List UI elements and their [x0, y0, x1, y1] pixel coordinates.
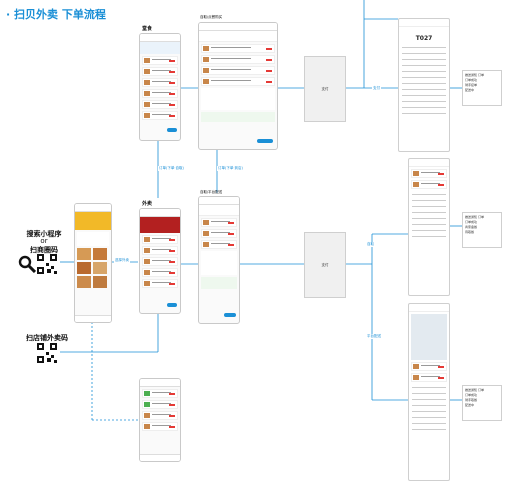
- tab-bar[interactable]: [140, 454, 180, 461]
- cart-payment: [201, 112, 275, 122]
- phone-header: [140, 379, 180, 387]
- status-card-1: 推送通知 订单订单成功骑手接单配送中: [462, 70, 502, 106]
- submit-order-button[interactable]: [224, 313, 236, 317]
- search-icon: [18, 255, 36, 273]
- submit-order-button[interactable]: [257, 139, 273, 143]
- phone-cart-dine-in: [198, 22, 278, 150]
- checkout-button[interactable]: [167, 303, 177, 307]
- pay-box-1: 支付: [304, 56, 346, 122]
- cart-tabs[interactable]: [199, 31, 277, 42]
- cart-summary: [201, 251, 237, 275]
- phone-external-menu: [139, 378, 181, 462]
- home-grid: [77, 248, 109, 288]
- phone-takeaway-menu: [139, 208, 181, 314]
- pay-box-2: 支付: [304, 232, 346, 298]
- tab-bar[interactable]: [75, 315, 111, 322]
- conn-platform-delivery: 平台配送: [366, 334, 382, 339]
- phone-header: [140, 209, 180, 217]
- cart-payment: [201, 277, 237, 289]
- receipt-header: [399, 19, 449, 27]
- label-dine-in: 堂食: [142, 26, 153, 32]
- label-pickup-mode: 自取/点餐购买: [200, 15, 223, 19]
- phone-dine-in-menu: [139, 33, 181, 141]
- label-scan-external: 扫店铺外卖码: [26, 334, 68, 342]
- delivery-map: [411, 314, 447, 360]
- conn-self-pickup: 自取: [366, 242, 375, 247]
- conn-select-takeaway: 选择外卖: [114, 258, 130, 263]
- page-title: · 扫贝外卖 下单流程: [6, 8, 106, 21]
- checkout-button[interactable]: [167, 128, 177, 132]
- receipt-pickup: [408, 158, 450, 296]
- phone-header: [199, 197, 239, 205]
- label-self-mode: 自取/平台配送: [200, 190, 223, 194]
- qr-code-icon: [37, 254, 57, 274]
- label-search-mini: 搜索小程序: [26, 230, 62, 238]
- home-promo: [77, 232, 109, 246]
- label-takeaway: 外卖: [142, 201, 153, 207]
- qr-code-external-icon: [37, 343, 57, 363]
- home-banner: [75, 212, 111, 230]
- conn-order1: 订单(下单·自取): [158, 166, 185, 171]
- cart-summary: [201, 88, 275, 110]
- receipt-dine-in: T027: [398, 18, 450, 152]
- receipt-header: [409, 159, 449, 167]
- phone-cart-takeaway: [198, 196, 240, 324]
- label-scan-code: 扫商圈码: [30, 246, 58, 254]
- conn-order2: 订单(下单·到店): [217, 166, 244, 171]
- takeaway-banner: [140, 217, 180, 233]
- receipt-header: [409, 304, 449, 312]
- cart-tabs[interactable]: [199, 205, 239, 216]
- status-card-3: 推送通知 订单订单成功骑手取餐配送中: [462, 385, 502, 421]
- conn-pay: 支付: [372, 86, 381, 91]
- phone-header: [199, 23, 277, 31]
- label-or: or: [40, 237, 48, 245]
- phone-home: [74, 203, 112, 323]
- status-card-2: 推送通知 订单订单成功商家备餐待取餐: [462, 212, 502, 248]
- phone-header: [75, 204, 111, 212]
- menu-shop-info: [140, 42, 180, 54]
- order-number: T027: [415, 35, 433, 42]
- phone-header: [140, 34, 180, 42]
- receipt-delivery: [408, 303, 450, 481]
